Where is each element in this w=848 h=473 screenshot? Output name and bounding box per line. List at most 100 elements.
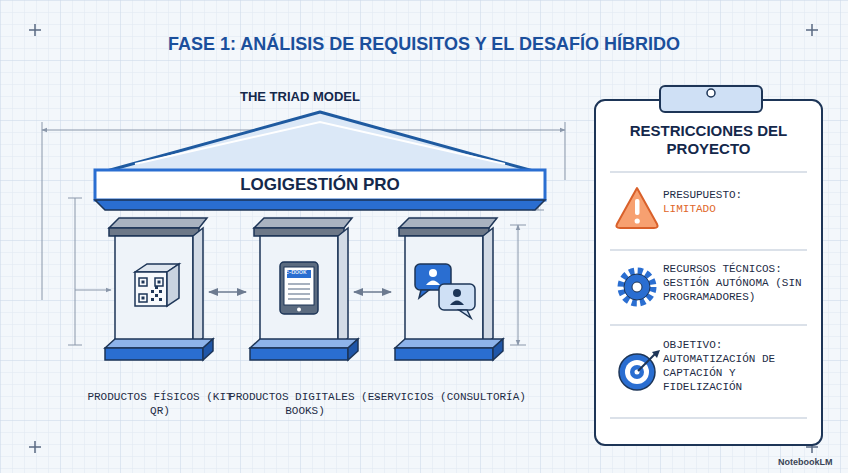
decor-polygon: [493, 339, 503, 360]
decor-path: [135, 122, 505, 164]
diagram-title: FASE 1: ANÁLISIS DE REQUISITOS Y EL DESA…: [0, 34, 848, 55]
pillar-shape: [260, 220, 350, 355]
decor-rect: [109, 228, 199, 236]
banner-title: LOGIGESTIÓN PRO: [95, 170, 545, 200]
decor-rect: [155, 286, 158, 289]
decor-rect: [405, 236, 483, 348]
item-text: LIMITADO: [663, 202, 813, 216]
decor-path: [616, 188, 657, 228]
decor-rect: [139, 294, 147, 302]
decor-path: [610, 249, 807, 250]
decor-rect: [439, 284, 475, 310]
decor-path: [288, 288, 310, 290]
constraint-item: RECURSOS TÉCNICOS: GESTIÓN AUTÓNOMA (SIN…: [663, 262, 813, 304]
decor-polygon: [483, 228, 493, 348]
constraint-item: PRESUPUESTO:LIMITADO: [663, 188, 813, 216]
decor-polygon: [203, 339, 213, 360]
panel-heading: RESTRICCIONES DEL PROYECTO: [595, 122, 822, 158]
decor-circle: [297, 308, 301, 312]
decor-rect: [151, 290, 154, 293]
decor-polygon: [193, 228, 203, 348]
decor-path: [638, 354, 655, 371]
decor-path: [288, 283, 310, 285]
decor-rect: [151, 298, 154, 301]
decor-rect: [155, 278, 163, 286]
decor-rect: [155, 294, 158, 297]
decor-rect: [159, 290, 162, 293]
watermark: NotebookLM: [778, 457, 833, 467]
decor-path: [288, 298, 310, 300]
decor-rect: [142, 281, 145, 284]
decor-polygon: [395, 339, 503, 348]
decor-polygon: [105, 339, 213, 348]
decor-path: [518, 225, 519, 345]
item-text: RECURSOS TÉCNICOS: GESTIÓN AUTÓNOMA (SIN…: [663, 262, 813, 304]
decor-rect: [395, 348, 493, 360]
decor-path: [288, 293, 310, 295]
decor-rect: [595, 100, 822, 445]
decor-rect: [135, 272, 167, 306]
pillar-block: PRODUCTOS DIGITALES (E-BOOKS): [260, 220, 350, 355]
section-label: THE TRIAD MODEL: [240, 89, 360, 104]
constraint-item: OBJETIVO: AUTOMATIZACIÓN DE CAPTACIÓN Y …: [663, 338, 813, 394]
panel-heading-line: RESTRICCIONES DEL PROYECTO: [626, 122, 791, 158]
decor-rect: [260, 236, 338, 348]
decor-path: [459, 310, 471, 318]
decor-rect: [115, 236, 193, 348]
pillar-caption: SERVICIOS (CONSULTORÍA): [365, 390, 535, 404]
decor-polygon: [167, 264, 179, 306]
decor-circle: [429, 269, 437, 277]
decor-rect: [158, 281, 161, 284]
pillar-caption: PRODUCTOS DIGITALES (E-BOOKS): [220, 390, 390, 418]
decor-path: [610, 417, 807, 418]
ebook-label: e-book: [285, 268, 306, 275]
decor-polygon: [250, 339, 358, 348]
item-text: OBJETIVO: AUTOMATIZACIÓN DE CAPTACIÓN Y …: [663, 338, 813, 394]
item-text: PRESUPUESTO:: [663, 188, 813, 202]
pillar-shape: [115, 220, 205, 355]
decor-rect: [95, 170, 545, 200]
decor-polygon: [254, 218, 352, 228]
decor-path: [610, 171, 807, 172]
pillar-caption: PRODUCTOS FÍSICOS (KIT QR): [75, 390, 245, 418]
decor-polygon: [399, 218, 497, 228]
decor-path: [652, 350, 660, 358]
decor-rect: [105, 348, 203, 360]
decor-circle: [707, 89, 715, 97]
decor-path: [68, 198, 82, 345]
decor-path: [29, 441, 41, 453]
decor-path: [75, 198, 76, 345]
decor-circle: [635, 218, 640, 223]
decor-rect: [399, 228, 489, 236]
decor-path: [75, 290, 111, 291]
decor-path: [450, 301, 464, 306]
decor-polygon: [109, 218, 207, 228]
decor-polygon: [348, 339, 358, 360]
decor-circle: [621, 271, 653, 303]
decor-polygon: [95, 200, 545, 210]
decor-polygon: [338, 228, 348, 348]
decor-circle: [619, 354, 655, 390]
decor-rect: [660, 86, 762, 112]
decor-path: [426, 281, 440, 286]
decor-circle: [632, 282, 642, 292]
decor-path: [610, 324, 807, 325]
pillar-shape: [405, 220, 495, 355]
decor-rect: [250, 348, 348, 360]
decor-polygon: [103, 112, 537, 172]
decor-path: [29, 24, 41, 36]
decor-rect: [254, 228, 344, 236]
roof-banner: LOGIGESTIÓN PRO: [95, 108, 545, 213]
roof-shape: [95, 108, 545, 213]
decor-path: [806, 24, 818, 36]
decor-circle: [453, 289, 461, 297]
decor-rect: [139, 278, 147, 286]
decor-rect: [142, 297, 145, 300]
decor-path: [510, 225, 526, 345]
decor-rect: [159, 298, 162, 301]
decor-path: [419, 290, 429, 298]
double-arrow: [354, 291, 391, 293]
